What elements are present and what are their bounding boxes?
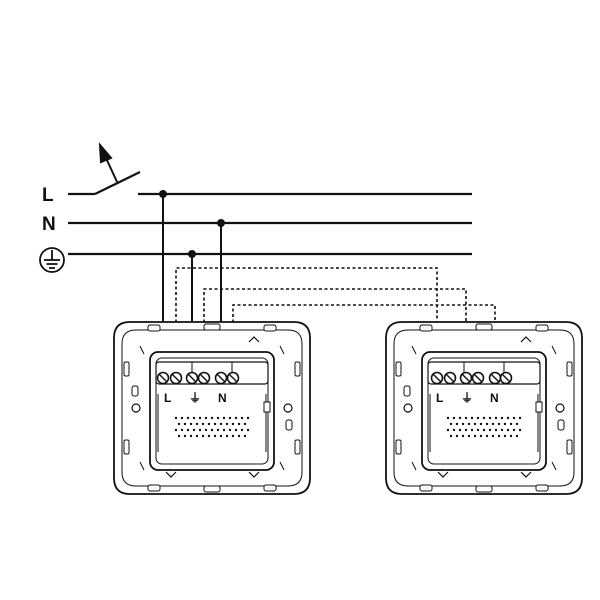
device2-neutral-label: N: [490, 391, 499, 405]
device-2: L ⏚ N: [385, 321, 583, 495]
supply-lines: [68, 171, 472, 256]
device1-neutral-label: N: [218, 391, 227, 405]
switch-arrow: [98, 142, 119, 185]
dashed-link-1: [175, 267, 438, 372]
device1-live-label: L: [164, 391, 171, 405]
live-label: L: [42, 185, 54, 206]
junction-dots: [159, 190, 225, 258]
live-junction: [159, 190, 167, 198]
neutral-label: N: [42, 214, 56, 235]
earth-ground-icon: [39, 247, 65, 273]
earth-junction: [188, 250, 196, 258]
device-1: L ⏚ N: [113, 321, 311, 495]
device1-earth-label: ⏚: [189, 391, 201, 405]
device2-earth-label: ⏚: [461, 391, 473, 405]
neutral-junction: [217, 219, 225, 227]
device2-live-label: L: [436, 391, 443, 405]
